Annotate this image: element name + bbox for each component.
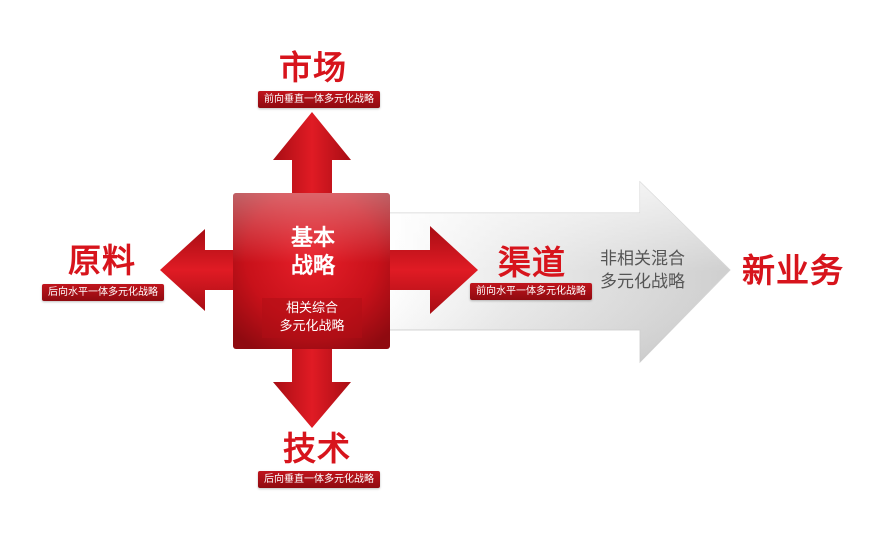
technology-tag: 后向垂直一体多元化战略: [258, 471, 380, 488]
unrelated-diversification-line1: 非相关混合: [600, 249, 685, 269]
center-box-shine: [233, 193, 390, 263]
right-arrow: [385, 226, 478, 314]
center-title-line2: 战略: [290, 254, 335, 279]
channel-tag: 前向水平一体多元化战略: [470, 283, 592, 300]
up-arrow: [273, 112, 351, 195]
technology-label: 技术: [283, 429, 351, 468]
new-business-label: 新业务: [742, 251, 844, 290]
raw-material-label: 原料: [68, 241, 136, 280]
center-title-line1: 基本: [290, 226, 335, 251]
raw-material-tag: 后向水平一体多元化战略: [42, 284, 164, 301]
down-arrow: [273, 345, 351, 428]
left-arrow: [160, 229, 240, 311]
center-sub-line1: 相关综合: [285, 301, 338, 316]
market-label: 市场: [279, 48, 347, 87]
big-gray-arrow-shine: [385, 182, 730, 362]
center-sub-line2: 多元化战略: [279, 319, 345, 334]
channel-label: 渠道: [498, 243, 566, 282]
market-tag: 前向垂直一体多元化战略: [258, 91, 380, 108]
center-sub-panel: [262, 298, 362, 338]
unrelated-diversification-line2: 多元化战略: [600, 272, 685, 292]
